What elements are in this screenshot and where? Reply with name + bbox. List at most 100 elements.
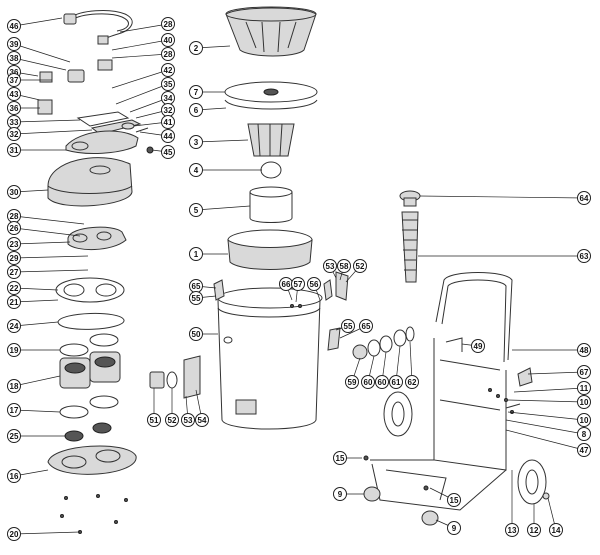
part-callout: 18: [7, 379, 21, 393]
part-callout: 40: [161, 33, 175, 47]
part-callout: 36: [7, 101, 21, 115]
part-callout: 21: [7, 295, 21, 309]
callout-number: 57: [294, 280, 303, 289]
filter-rings-part: [59, 395, 119, 442]
callout-number: 40: [164, 36, 173, 45]
part-callout: 53: [323, 259, 337, 273]
callout-number: 9: [338, 490, 343, 499]
callout-leader-line: [13, 409, 61, 413]
callout-circle: [189, 163, 203, 177]
part-callout: 6: [189, 103, 203, 117]
callout-circle: [389, 375, 403, 389]
callout-leader-line: [111, 69, 169, 89]
callout-number: 24: [10, 322, 19, 331]
callout-circle: [345, 375, 359, 389]
callout-number: 17: [10, 406, 19, 415]
callout-leader-line: [13, 17, 63, 27]
callout-leader-line: [13, 57, 67, 71]
callout-number: 1: [194, 250, 199, 259]
part-callout: 61: [389, 375, 403, 389]
callout-number: 36: [10, 104, 19, 113]
callout-number: 64: [580, 194, 589, 203]
callout-circle: [577, 443, 591, 457]
callout-circle: [161, 63, 175, 77]
callout-number: 29: [10, 254, 19, 263]
callout-number: 30: [10, 188, 19, 197]
callout-number: 13: [508, 526, 517, 535]
callout-circle: [161, 129, 175, 143]
part-callout: 27: [7, 265, 21, 279]
callout-circle: [7, 281, 21, 295]
callout-number: 62: [408, 378, 417, 387]
part-callout: 4: [189, 163, 203, 177]
callout-number: 23: [10, 240, 19, 249]
motor-base-plate-part: [47, 445, 137, 475]
part-callout: 50: [189, 327, 203, 341]
callout-circle: [7, 295, 21, 309]
callout-leader-line: [13, 215, 85, 225]
callout-circle: [447, 493, 461, 507]
callout-number: 38: [10, 54, 19, 63]
part-callout: 10: [577, 413, 591, 427]
part-callout: 51: [147, 413, 161, 427]
callout-number: 63: [580, 252, 589, 261]
callout-circle: [161, 33, 175, 47]
part-callout: 38: [7, 51, 21, 65]
callout-leader-line: [527, 371, 585, 375]
callout-number: 37: [10, 76, 19, 85]
tank-clamp-ring-part: [227, 229, 313, 270]
part-callout: 57: [291, 277, 305, 291]
part-callout: 64: [577, 191, 591, 205]
callout-number: 14: [552, 526, 561, 535]
callout-number: 8: [582, 430, 587, 439]
callout-number: 4: [194, 166, 199, 175]
callout-circle: [337, 259, 351, 273]
callout-circle: [549, 523, 563, 537]
callout-number: 67: [580, 368, 589, 377]
callout-number: 33: [10, 118, 19, 127]
filter-disc-part: [224, 81, 318, 110]
callout-number: 45: [164, 148, 173, 157]
callout-circle: [189, 247, 203, 261]
callout-number: 11: [580, 384, 589, 393]
callout-circle: [577, 427, 591, 441]
callout-leader-line: [119, 23, 169, 33]
callout-circle: [447, 521, 461, 535]
part-callout: 8: [577, 427, 591, 441]
callout-number: 28: [10, 212, 19, 221]
callout-number: 53: [184, 416, 193, 425]
callout-number: 15: [450, 496, 459, 505]
callout-circle: [361, 375, 375, 389]
callout-number: 65: [192, 282, 201, 291]
callout-number: 41: [164, 118, 173, 127]
callout-circle: [161, 47, 175, 61]
callout-number: 32: [164, 106, 173, 115]
part-callout: 53: [181, 413, 195, 427]
callout-leader-line: [111, 53, 169, 59]
callout-number: 39: [10, 40, 19, 49]
part-callout: 39: [7, 37, 21, 51]
callout-circle: [7, 19, 21, 33]
part-callout: 19: [7, 343, 21, 357]
callout-number: 46: [10, 22, 19, 31]
callout-circle: [7, 73, 21, 87]
switch-parts: [37, 59, 154, 154]
callout-leader-line: [13, 119, 81, 123]
callout-circle: [471, 339, 485, 353]
callout-circle: [353, 259, 367, 273]
callout-number: 44: [164, 132, 173, 141]
callout-circle: [7, 185, 21, 199]
part-callout: 20: [7, 527, 21, 541]
callout-circle: [7, 37, 21, 51]
callout-number: 43: [10, 90, 19, 99]
callout-leader-line: [13, 227, 81, 237]
part-callout: 49: [471, 339, 485, 353]
callout-circle: [7, 221, 21, 235]
part-callout: 34: [161, 91, 175, 105]
part-callout: 52: [353, 259, 367, 273]
part-callout: 28: [161, 47, 175, 61]
part-callout: 26: [7, 221, 21, 235]
callout-leader-line: [111, 39, 169, 51]
part-callout: 32: [161, 103, 175, 117]
callout-circle: [307, 277, 321, 291]
